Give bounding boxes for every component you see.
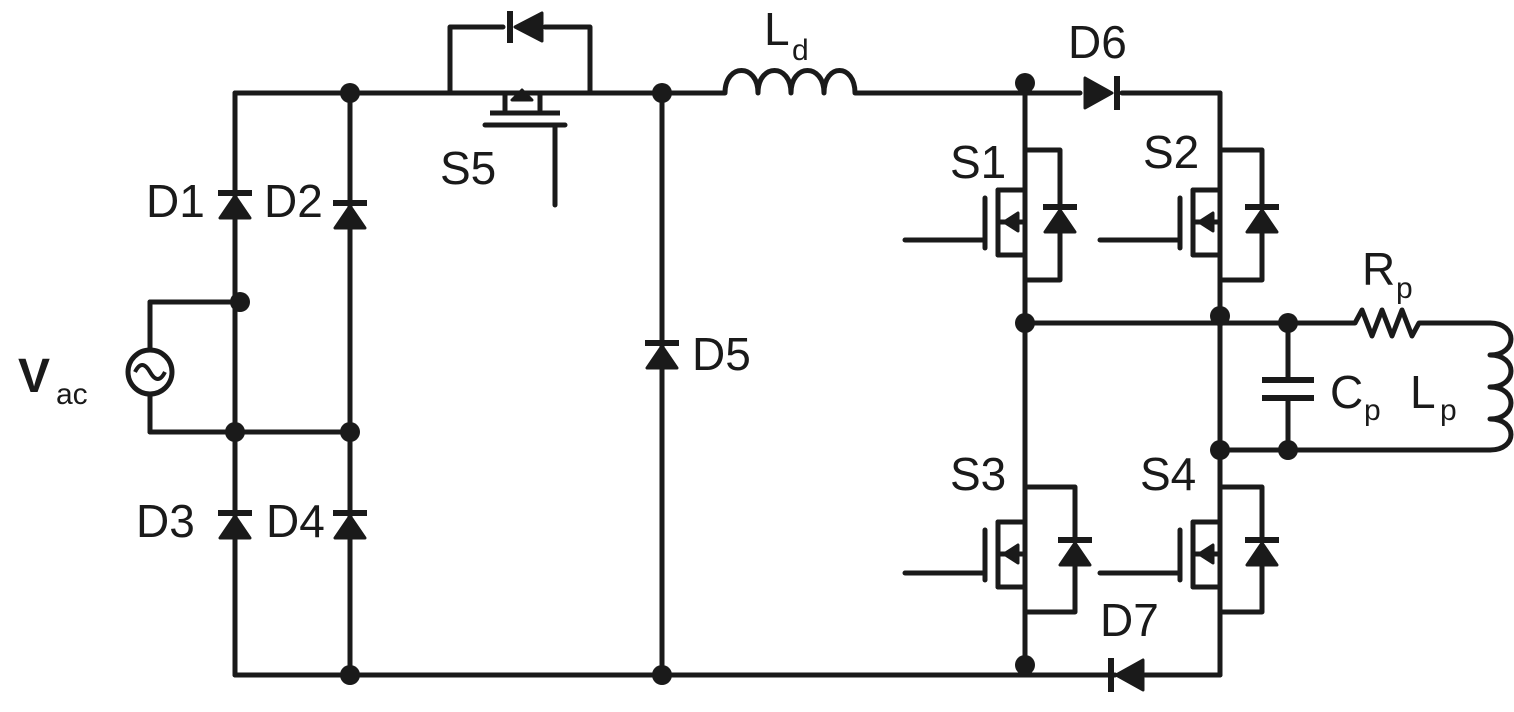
diode-d3 xyxy=(218,510,252,540)
label-vac: V xyxy=(18,350,50,403)
label-d7: D7 xyxy=(1100,594,1159,646)
label-cp-sub: p xyxy=(1364,394,1381,427)
label-d5: D5 xyxy=(692,328,751,380)
diode-d7 xyxy=(1108,658,1145,692)
label-vac-sub: ac xyxy=(56,378,88,411)
label-rp-sub: p xyxy=(1396,272,1413,305)
label-d4: D4 xyxy=(266,495,325,547)
mosfet-s4 xyxy=(1097,484,1279,615)
diode-s5-bypass xyxy=(507,11,544,43)
label-cp: C xyxy=(1330,366,1363,418)
label-s4: S4 xyxy=(1140,448,1196,500)
label-ld: L xyxy=(764,3,790,55)
inductor-lp xyxy=(1487,320,1514,453)
label-s3: S3 xyxy=(950,448,1006,500)
label-d2: D2 xyxy=(264,175,323,227)
resistor-rp xyxy=(1352,307,1425,339)
label-s2: S2 xyxy=(1143,126,1199,178)
diode-d5 xyxy=(645,340,679,370)
junction-dots xyxy=(225,73,1298,685)
label-d3: D3 xyxy=(136,495,195,547)
label-lp: L xyxy=(1410,366,1436,418)
ac-source xyxy=(125,347,175,397)
wires xyxy=(147,24,1493,678)
capacitor-cp xyxy=(1262,377,1314,401)
diode-d6 xyxy=(1083,76,1120,110)
mosfet-s2 xyxy=(1097,147,1279,283)
label-rp: R xyxy=(1362,243,1395,295)
label-d6: D6 xyxy=(1068,16,1127,68)
diode-d4 xyxy=(333,510,367,540)
label-lp-sub: p xyxy=(1440,394,1457,427)
label-d1: D1 xyxy=(146,175,205,227)
diode-d2 xyxy=(333,200,367,230)
diode-d1 xyxy=(218,190,252,220)
mosfet-s5 xyxy=(482,88,568,128)
mosfet-s1 xyxy=(902,147,1077,283)
inductor-ld xyxy=(722,68,858,96)
labels: V ac D1 D2 D3 D4 D5 D6 D7 S5 S1 S2 S3 S4… xyxy=(18,3,1457,646)
label-ld-sub: d xyxy=(792,34,809,67)
mosfet-s3 xyxy=(902,484,1092,615)
label-s5: S5 xyxy=(440,142,496,194)
label-s1: S1 xyxy=(950,136,1006,188)
